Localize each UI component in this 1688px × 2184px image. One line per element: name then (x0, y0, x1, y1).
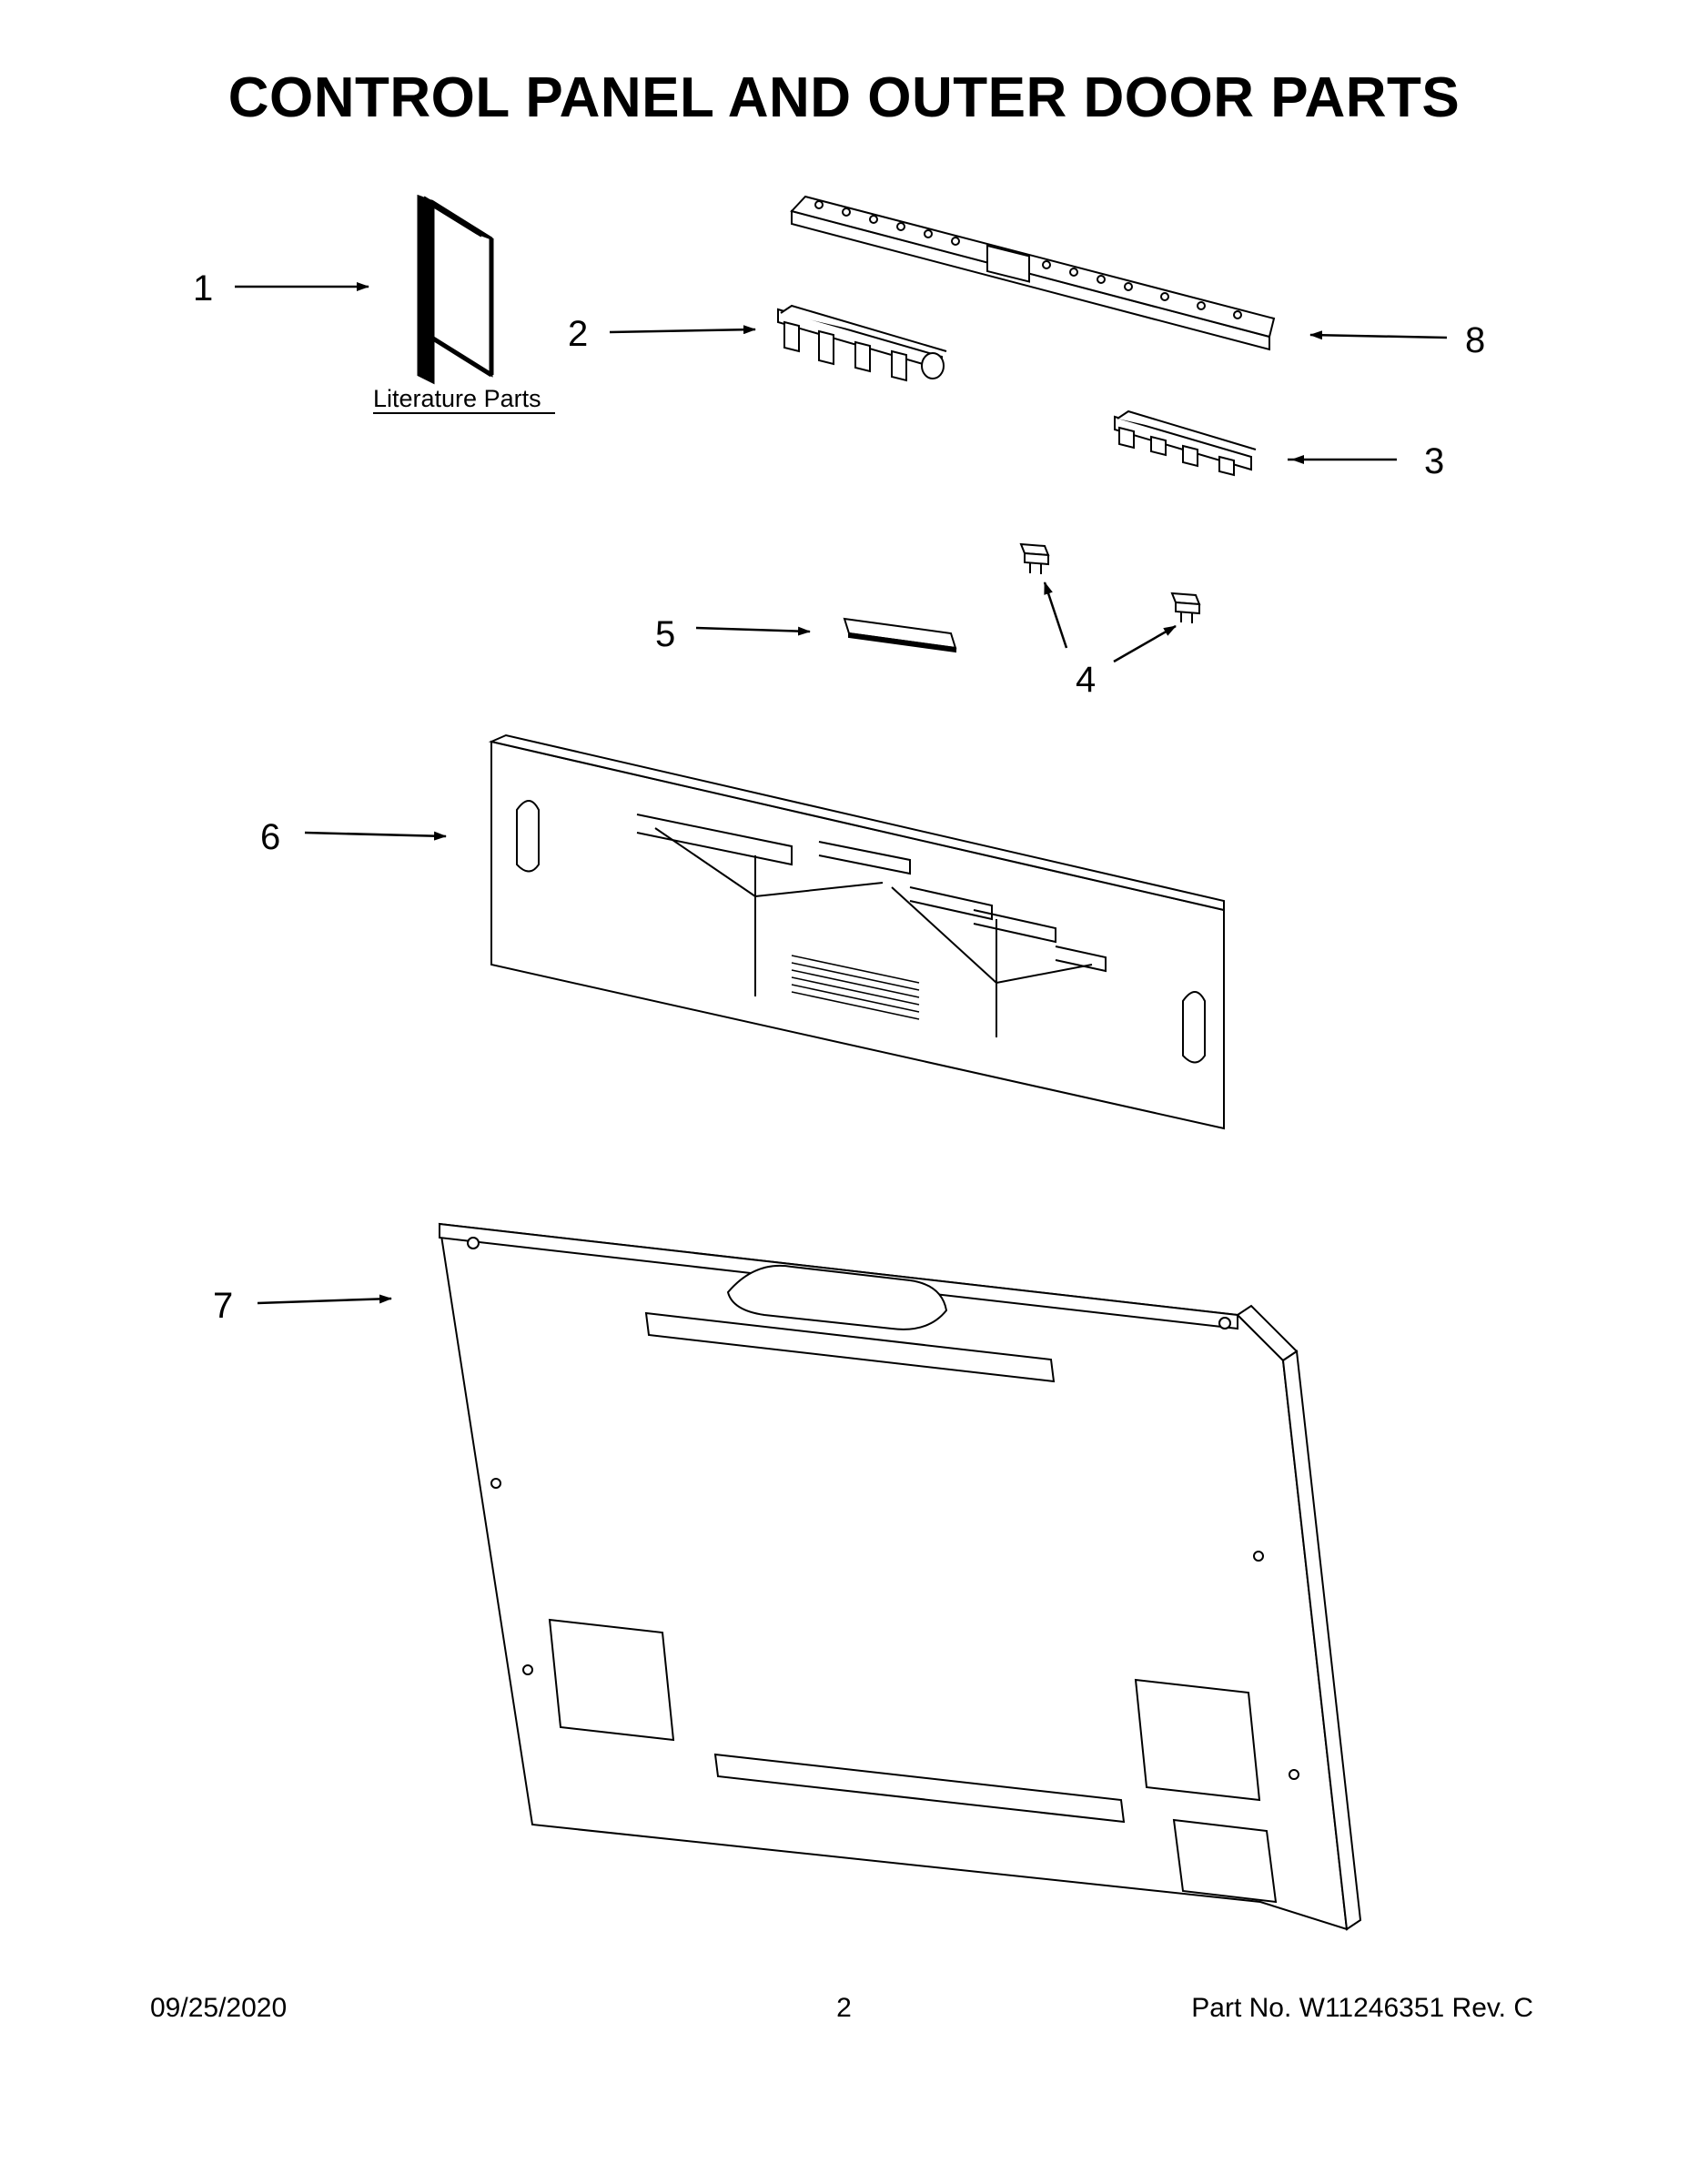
callout-arrow-5 (695, 626, 811, 636)
callout-arrow-7 (257, 1294, 392, 1305)
button-clip-part-b (1170, 592, 1201, 623)
callout-arrow-8 (1309, 330, 1448, 340)
foam-pad-part (843, 617, 957, 653)
button-clip-part-a (1019, 542, 1050, 574)
callout-number-1: 1 (193, 268, 213, 308)
callout-number-3: 3 (1424, 441, 1444, 481)
callout-arrow-2 (609, 325, 756, 335)
control-board-part (790, 195, 1276, 351)
footer-page-number: 2 (836, 1993, 852, 2023)
outer-door-panel-part (438, 1222, 1362, 1931)
control-panel-part (488, 733, 1225, 1130)
callout-arrows (235, 282, 1448, 1305)
footer-part-number: Part No. W11246351 Rev. C (1191, 1993, 1533, 2023)
callout-number-6: 6 (260, 817, 280, 857)
right-button-bracket-part (1114, 410, 1257, 477)
callout-number-4: 4 (1076, 660, 1096, 700)
callout-arrow-4b (1113, 624, 1177, 663)
footer-date: 09/25/2020 (150, 1993, 288, 2023)
callout-number-5: 5 (655, 614, 675, 654)
left-button-bracket-part (777, 304, 947, 382)
callout-arrow-4a (1043, 581, 1068, 649)
callout-number-8: 8 (1465, 320, 1485, 360)
callout-number-7: 7 (213, 1286, 233, 1326)
page-title: CONTROL PANEL AND OUTER DOOR PARTS (227, 66, 1461, 129)
literature-parts-label: Literature Parts (373, 385, 541, 412)
callout-number-2: 2 (568, 314, 588, 354)
callout-arrow-6 (304, 831, 447, 841)
literature-booklet-part (417, 194, 494, 385)
